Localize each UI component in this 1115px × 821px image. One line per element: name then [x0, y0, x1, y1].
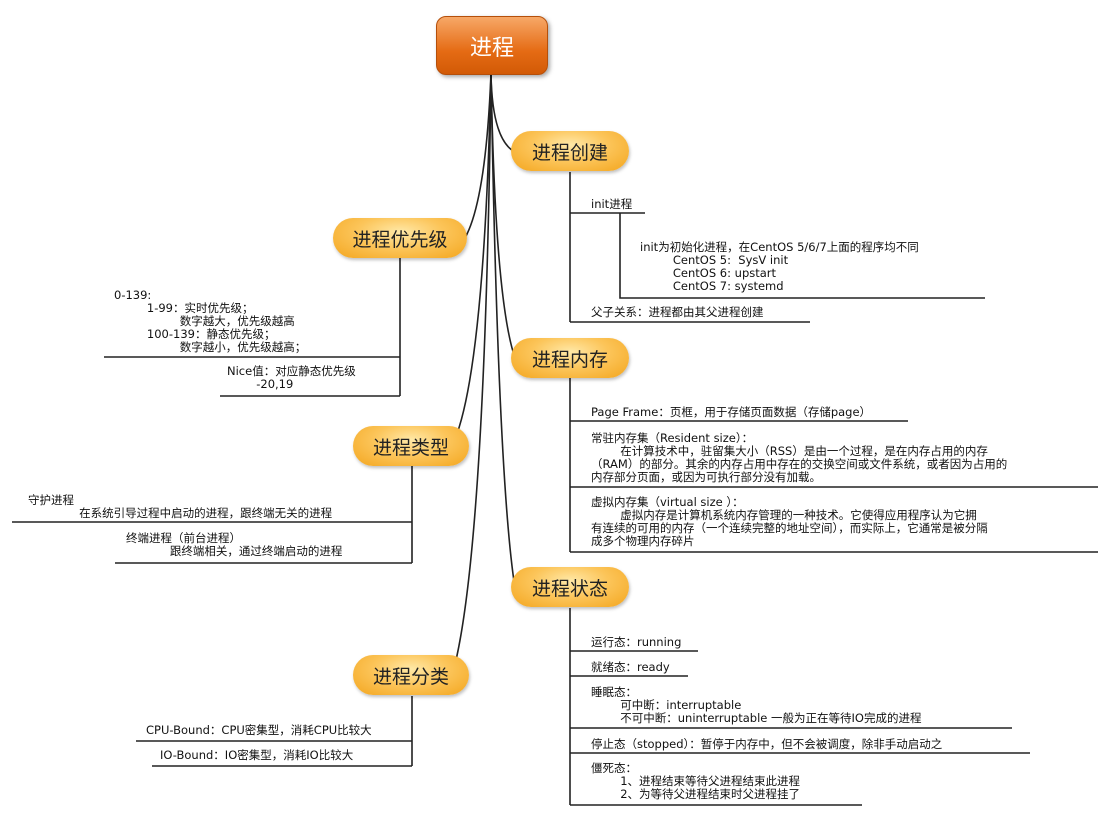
- priority-range-note: 0-139: 1-99：实时优先级； 数字越大，优先级越高 100-139：静态…: [114, 288, 307, 354]
- branch-label: 进程内存: [531, 348, 608, 371]
- root-label: 进程: [469, 35, 514, 61]
- sleep-note: 睡眠态： 可中断：interruptable 不可中断：uninterrupta…: [591, 685, 922, 725]
- zombie-note: 僵死态： 1、进程结束等待父进程结束此进程 2、为等待父进程结束时父进程挂了: [591, 761, 801, 801]
- running-note: 运行态：running: [591, 635, 682, 649]
- branch-label: 进程状态: [531, 577, 608, 600]
- branch-process-create[interactable]: 进程创建: [511, 131, 629, 171]
- branch-process-type[interactable]: 进程类型: [353, 426, 469, 466]
- branch-label: 进程创建: [531, 141, 608, 164]
- branch-label: 进程优先级: [352, 228, 448, 251]
- virtual-note: 虚拟内存集（virtual size ）： 虚拟内存是计算机系统内存管理的一种技…: [591, 495, 988, 548]
- init-desc-note: init为初始化进程，在CentOS 5/6/7上面的程序均不同 CentOS …: [640, 240, 919, 293]
- io-bound-note: IO-Bound：IO密集型，消耗IO比较大: [160, 748, 354, 762]
- daemon-note: 守护进程 在系统引导过程中启动的进程，跟终端无关的进程: [28, 493, 333, 520]
- terminal-note: 终端进程（前台进程） 跟终端相关，通过终端启动的进程: [126, 531, 343, 558]
- branch-process-state[interactable]: 进程状态: [511, 567, 629, 607]
- branch-label: 进程分类: [372, 665, 449, 688]
- ready-note: 就绪态：ready: [591, 660, 670, 674]
- page-frame-note: Page Frame：页框，用于存储页面数据（存储page）: [591, 405, 872, 419]
- nice-note: Nice值：对应静态优先级 -20,19: [227, 364, 356, 391]
- init-title-note: init进程: [591, 197, 633, 211]
- parent-note: 父子关系：进程都由其父进程创建: [591, 305, 764, 319]
- cpu-bound-note: CPU-Bound：CPU密集型，消耗CPU比较大: [146, 723, 372, 737]
- branch-label: 进程类型: [372, 436, 449, 459]
- branch-process-priority[interactable]: 进程优先级: [333, 218, 467, 258]
- resident-note: 常驻内存集（Resident size）： 在计算技术中，驻留集大小（RSS）是…: [591, 431, 1008, 484]
- root-node[interactable]: 进程: [436, 16, 548, 75]
- branch-process-category[interactable]: 进程分类: [353, 655, 469, 695]
- branch-process-memory[interactable]: 进程内存: [511, 338, 629, 378]
- stopped-note: 停止态（stopped）：暂停于内存中，但不会被调度，除非手动启动之: [591, 737, 943, 751]
